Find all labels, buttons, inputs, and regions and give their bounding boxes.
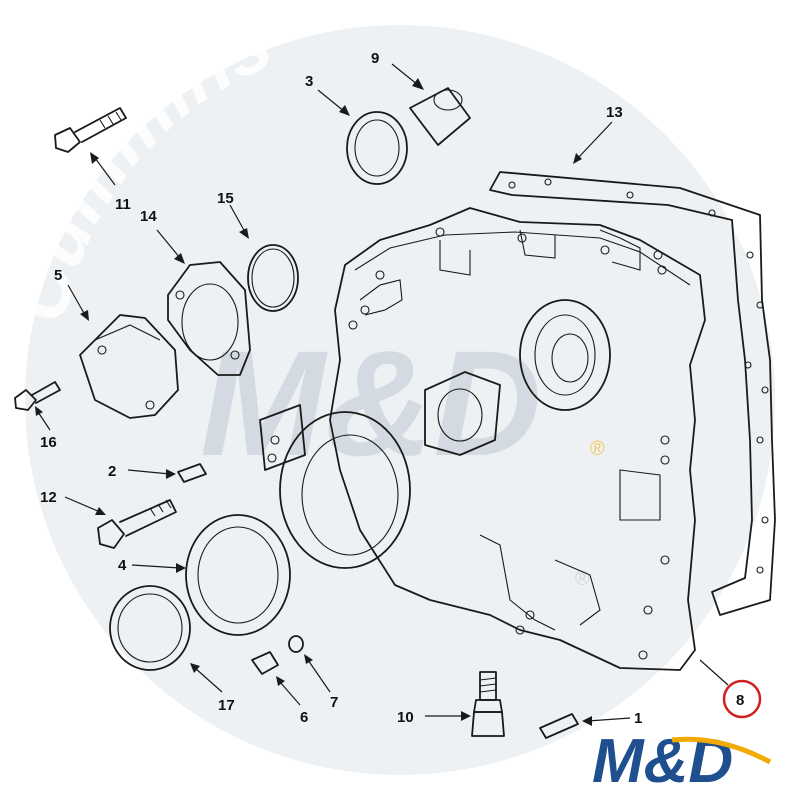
callout-3: 3 <box>305 73 313 90</box>
callout-7: 7 <box>330 694 338 711</box>
part-cap-screw-10 <box>471 671 505 737</box>
part-cover-plate-5 <box>79 314 179 419</box>
part-dowel-pin-2 <box>177 463 207 483</box>
watermark: Cummins M&D ® ® <box>25 25 775 775</box>
part-o-ring-15 <box>247 244 299 312</box>
callout-9: 9 <box>371 50 379 67</box>
corner-logo-swoosh <box>671 736 772 765</box>
callout-14: 14 <box>140 208 157 225</box>
part-bushing-9 <box>409 87 471 146</box>
part-cap-screw-16 <box>14 381 61 411</box>
watermark-registered-mark: ® <box>590 438 605 460</box>
highlight-ring <box>722 679 762 719</box>
part-o-ring-7 <box>288 635 304 653</box>
part-dowel-pin-1 <box>539 713 579 739</box>
part-cap-screw-12 <box>97 499 177 549</box>
part-cap-screw-11 <box>54 107 127 153</box>
part-gear-housing-8 <box>259 207 706 671</box>
callout-17: 17 <box>218 697 235 714</box>
part-gasket-13 <box>489 171 776 616</box>
corner-logo-text: M&D <box>592 727 733 796</box>
callout-8: 8 <box>736 692 744 709</box>
callout-5: 5 <box>54 267 62 284</box>
part-plug-6 <box>251 651 279 675</box>
callout-1: 1 <box>634 710 642 727</box>
callout-6: 6 <box>300 709 308 726</box>
callout-12: 12 <box>40 489 57 506</box>
leader-lines <box>35 63 729 726</box>
watermark-logo: M&D <box>200 319 542 487</box>
corner-logo: M&D <box>592 727 772 796</box>
callout-16: 16 <box>40 434 57 451</box>
watermark-circle <box>25 25 775 775</box>
callout-15: 15 <box>217 190 234 207</box>
callout-4: 4 <box>118 557 127 574</box>
callout-11: 11 <box>115 196 131 213</box>
callout-13: 13 <box>606 104 623 121</box>
callout-10: 10 <box>397 709 414 726</box>
part-oil-seal-4 <box>185 514 291 636</box>
part-oil-seal-3 <box>346 111 408 185</box>
callout-labels: 1 2 3 4 5 6 7 9 10 11 12 13 14 15 16 17 <box>40 50 642 727</box>
callout-2: 2 <box>108 463 116 480</box>
part-gasket-14 <box>167 261 251 376</box>
part-seal-17 <box>109 585 191 671</box>
highlighted-callout-8[interactable]: 8 <box>722 679 762 719</box>
